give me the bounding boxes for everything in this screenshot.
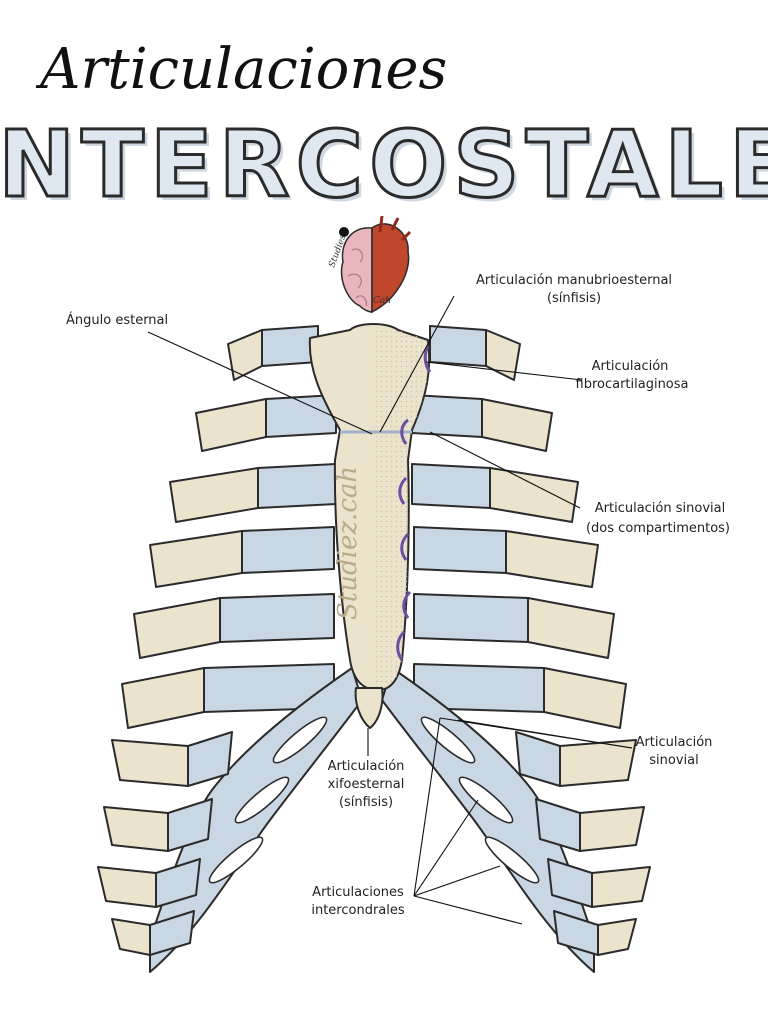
- rib-lower-left-2: [103, 806, 169, 852]
- label-sinovial-b2: sinovial: [649, 753, 698, 768]
- cartilage-right-4: [413, 526, 507, 574]
- label-inter-1: Articulaciones: [312, 885, 404, 900]
- cartilage-lower-right-3: [547, 858, 593, 908]
- costal-arch-left: [149, 667, 363, 973]
- intercostal-space-left-3: [208, 836, 264, 884]
- heart-icon: [371, 223, 410, 314]
- cartilage-lower-right-2: [535, 798, 581, 852]
- cartilage-lower-right-4: [553, 910, 599, 956]
- cartilage-left-2: [265, 394, 337, 438]
- label-inter-2: intercondrales: [311, 903, 405, 918]
- rib-right-6: [543, 667, 627, 729]
- rib-lower-left-1: [111, 739, 189, 787]
- cartilage-lower-right-1: [515, 731, 561, 787]
- intercostal-space-right-2: [458, 776, 514, 824]
- script-title: Articulaciones: [35, 37, 447, 102]
- intercostal-space-right-3: [484, 836, 540, 884]
- rib-left-1: [227, 329, 263, 381]
- ribs: [97, 325, 651, 973]
- label-angulo-esternal: Ángulo esternal: [66, 312, 168, 328]
- rib-right-4: [505, 530, 599, 588]
- label-sinovial-1: Articulación sinovial: [595, 501, 725, 516]
- rib-left-2: [195, 398, 267, 452]
- rib-left-6: [121, 667, 205, 729]
- brain-icon: [340, 227, 373, 313]
- rib-lower-right-3: [591, 866, 651, 908]
- cartilage-lower-left-4: [149, 910, 195, 956]
- rib-left-3: [169, 467, 259, 523]
- rib-right-3: [489, 467, 579, 523]
- costal-arch-right: [381, 667, 595, 973]
- cartilage-lower-left-3: [155, 858, 201, 908]
- label-xifo-2: xifoesternal: [328, 777, 405, 792]
- leader-lines: [147, 295, 633, 925]
- rib-right-2: [481, 398, 553, 452]
- rib-left-4: [149, 530, 243, 588]
- rib-left-5: [133, 597, 221, 659]
- label-fibro-2: fibrocartilaginosa: [576, 377, 689, 392]
- cartilage-lower-left-1: [187, 731, 233, 787]
- rib-lower-right-4: [597, 918, 637, 956]
- cartilage-left-5: [219, 593, 335, 643]
- cartilage-right-3: [411, 463, 491, 509]
- label-sinovial-2: (dos compartimentos): [586, 521, 730, 536]
- label-fibro-1: Articulación: [592, 359, 669, 374]
- cartilage-lower-left-2: [167, 798, 213, 852]
- intercostal-space-right-1: [420, 716, 476, 764]
- intercostal-space-left-2: [234, 776, 290, 824]
- cartilage-left-4: [241, 526, 335, 574]
- label-xifo-1: Articulación: [328, 759, 405, 774]
- cartilage-right-1: [429, 325, 487, 367]
- logo: Studies Cah: [327, 215, 412, 314]
- labels: Ángulo esternal Articulación manubrioest…: [66, 273, 730, 918]
- main-title-group: INTERCOSTALES INTERCOSTALES: [0, 110, 768, 223]
- rib-lower-right-2: [579, 806, 645, 852]
- main-title: INTERCOSTALES: [0, 111, 768, 218]
- sternum: Studiez.cah: [308, 323, 432, 729]
- watermark: Studiez.cah: [333, 466, 363, 620]
- rib-right-1: [485, 329, 521, 381]
- main-title-shadow: INTERCOSTALES: [0, 115, 768, 222]
- logo-text-2: Cah: [373, 296, 391, 306]
- rib-right-5: [527, 597, 615, 659]
- label-xifo-3: (sínfisis): [339, 795, 393, 810]
- label-manubrio-1: Articulación manubrioesternal: [476, 273, 672, 288]
- xiphoid-process: [354, 687, 384, 729]
- rib-lower-left-3: [97, 866, 157, 908]
- cartilage-right-5: [413, 593, 529, 643]
- label-manubrio-2: (sínfisis): [547, 291, 601, 306]
- intercostal-space-left-1: [272, 716, 328, 764]
- logo-dot-icon: [339, 227, 349, 237]
- cartilage-left-3: [257, 463, 337, 509]
- sternocostal-joints: [396, 345, 432, 661]
- rib-lower-left-4: [111, 918, 151, 956]
- label-sinovial-b1: Articulación: [636, 735, 713, 750]
